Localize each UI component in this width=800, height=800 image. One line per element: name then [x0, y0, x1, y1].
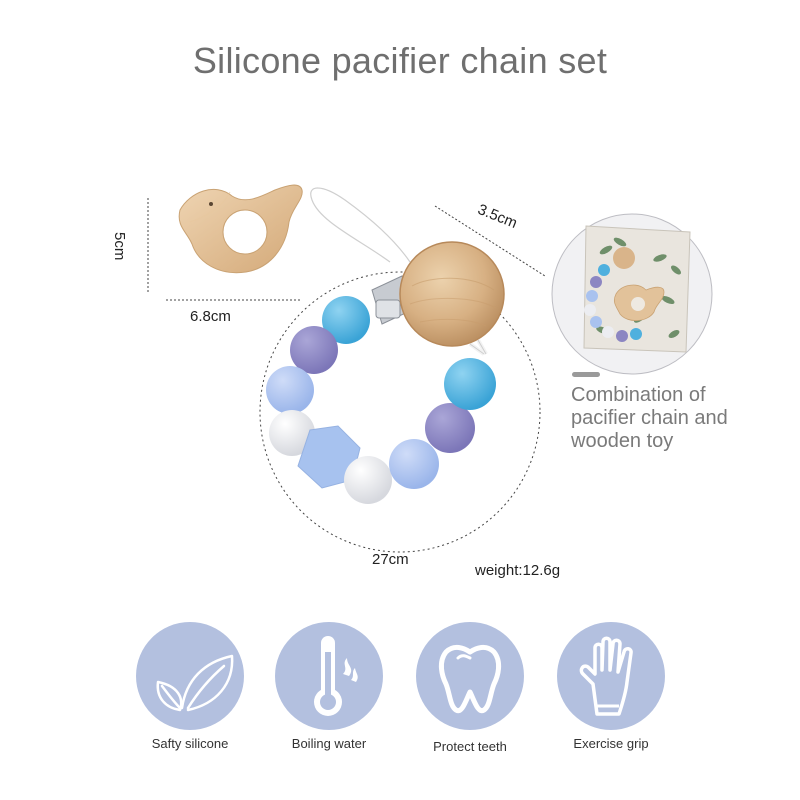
pacifier-cord	[308, 185, 413, 265]
weight-label: weight:12.6g	[475, 562, 561, 579]
tooth-icon	[416, 622, 524, 730]
combination-caption: Combination of pacifier chain and wooden…	[571, 384, 728, 452]
feature-protect-teeth: Protect teeth	[400, 622, 540, 754]
chain-length-label: 27cm	[372, 551, 409, 568]
wooden-clip-disc	[399, 241, 505, 347]
feature-label: Protect teeth	[433, 739, 507, 754]
toy-height-label: 5cm	[111, 232, 128, 261]
feature-label: Exercise grip	[573, 736, 649, 751]
feature-exercise-grip: Exercise grip	[541, 622, 681, 751]
thermometer-icon	[275, 622, 383, 730]
hand-icon	[557, 622, 665, 730]
page-title: Silicone pacifier chain set	[192, 40, 608, 81]
chain-length-guide	[259, 271, 541, 553]
feature-boiling-water: Boiling water	[259, 622, 399, 751]
toy-width-label: 6.8cm	[190, 308, 231, 325]
combination-marker	[572, 372, 600, 377]
clip-diameter-guide	[434, 205, 546, 277]
feature-label: Safty silicone	[151, 736, 229, 751]
feature-safe-silicone: Safty silicone	[120, 622, 260, 751]
leaf-icon	[136, 622, 244, 730]
wooden-bird-toy	[178, 184, 303, 274]
feature-label: Boiling water	[291, 736, 367, 751]
silicone-bead-chain	[266, 296, 496, 504]
set-photo	[551, 213, 713, 375]
